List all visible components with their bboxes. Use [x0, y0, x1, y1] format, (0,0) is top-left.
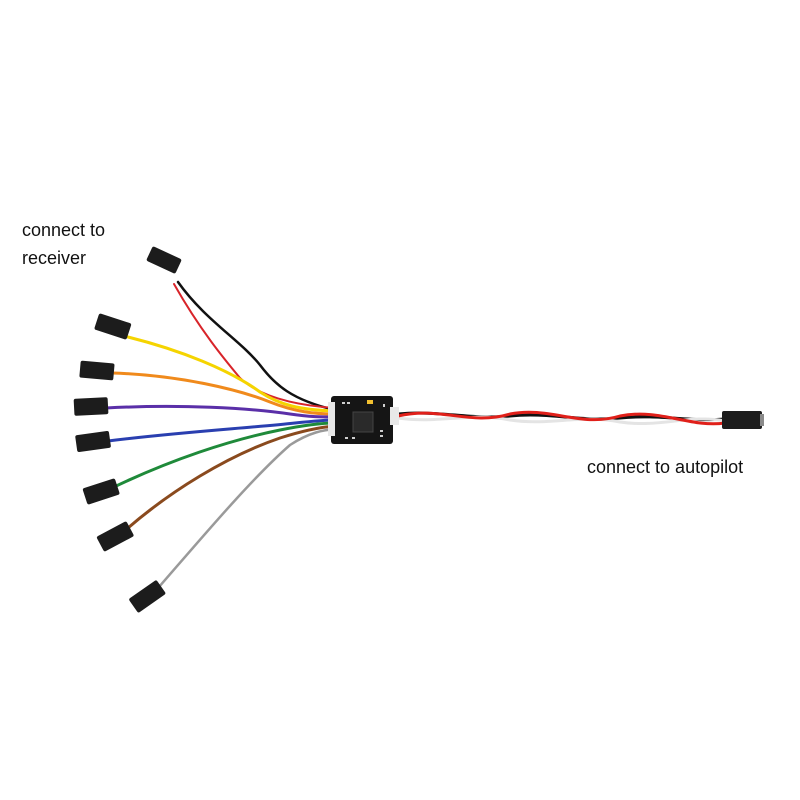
servo-connector-2: [94, 313, 132, 340]
wire-8-gray: [150, 427, 337, 597]
wire-5-blue: [106, 418, 337, 443]
wire-3-orange: [110, 371, 337, 416]
board-header-right: [390, 407, 399, 425]
microcontroller-chip: [352, 411, 374, 433]
servo-connector-4: [73, 397, 109, 416]
receiver-label-line2: receiver: [22, 248, 87, 268]
servo-connector-7: [96, 521, 134, 552]
wire-1-black: [176, 280, 337, 412]
servo-connector-6: [82, 478, 120, 505]
autopilot-connector: [722, 411, 764, 429]
wire-6-green: [110, 421, 337, 490]
autopilot-cable: [396, 410, 727, 426]
board-led: [367, 400, 373, 404]
twisted-wire-white: [396, 415, 727, 426]
board-header-left: [328, 402, 335, 436]
wire-7-brown: [118, 424, 337, 537]
servo-connector-1: [146, 246, 182, 274]
twisted-wire-red: [396, 410, 727, 426]
receiver-connectors: [73, 246, 182, 613]
receiver-label: connect to receiver: [22, 216, 105, 272]
receiver-label-line1: connect to: [22, 220, 106, 240]
servo-connector-3: [79, 360, 115, 381]
wire-2-yellow: [126, 335, 337, 413]
receiver-wires: [104, 280, 337, 597]
servo-connector-8: [129, 580, 166, 613]
autopilot-label: connect to autopilot: [587, 457, 744, 477]
encoder-board: [328, 396, 399, 444]
servo-connector-5: [75, 430, 111, 453]
wire-4-purple: [104, 404, 337, 419]
